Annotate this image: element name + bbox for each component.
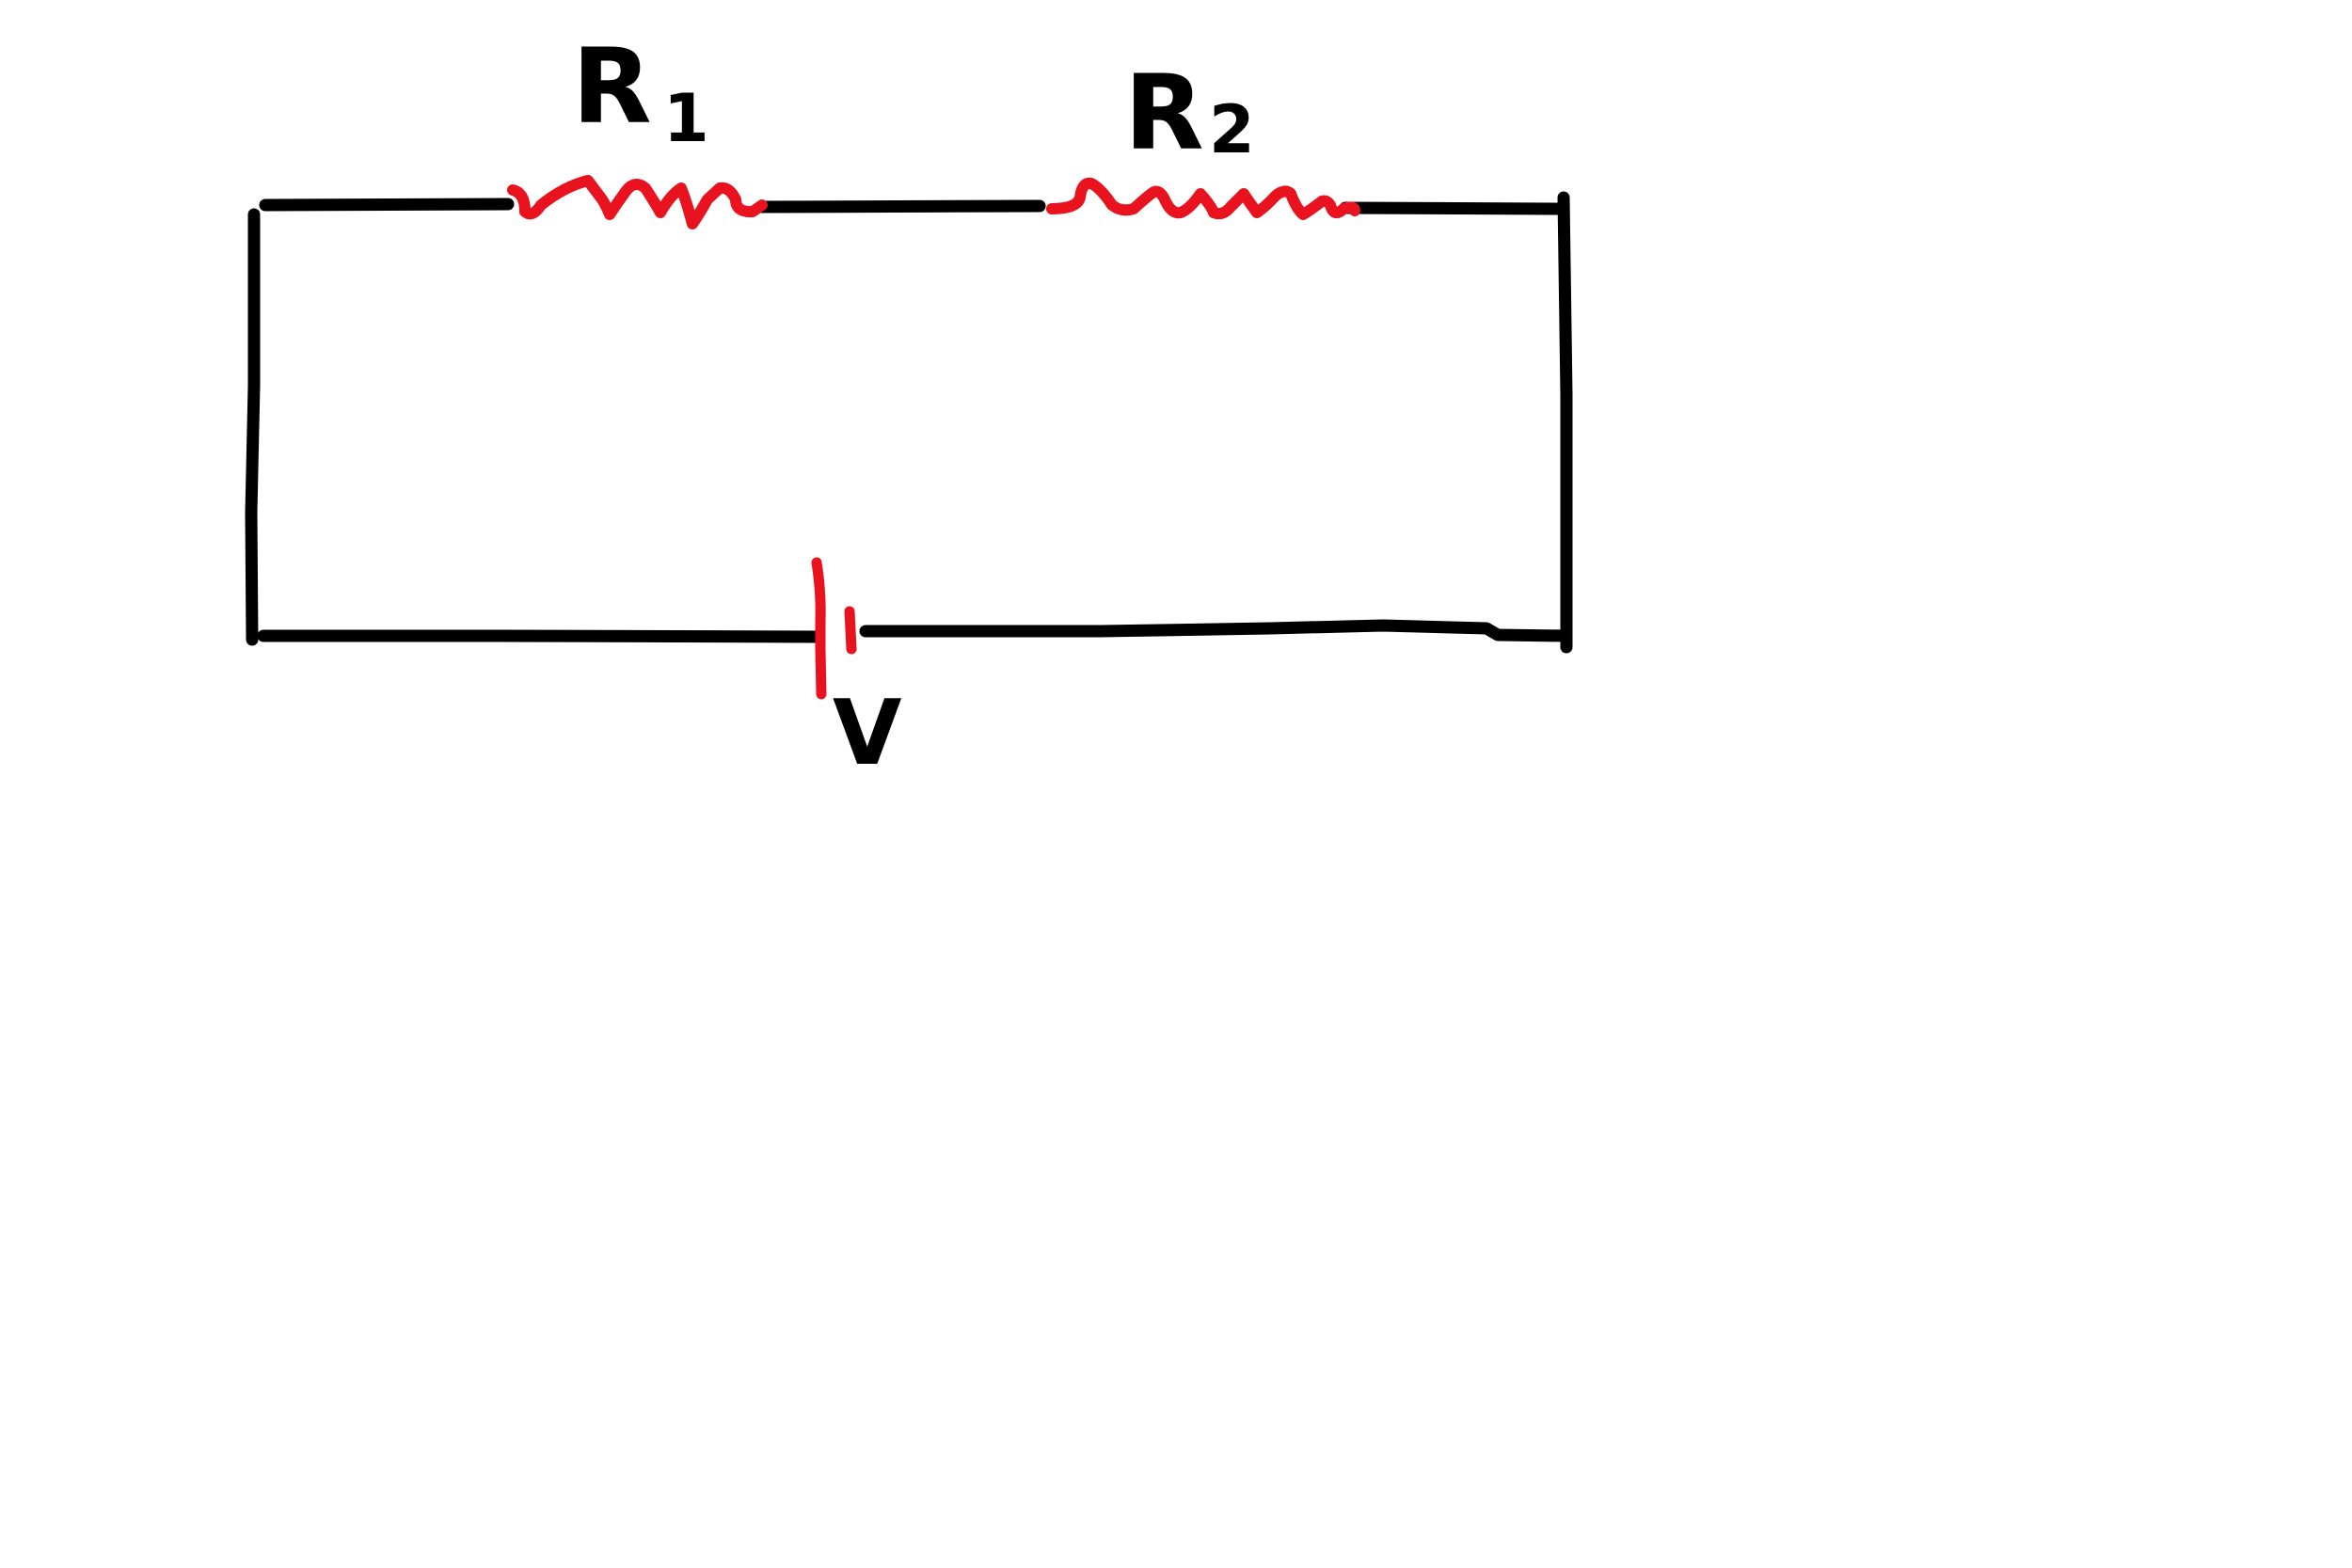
battery-v	[811, 557, 857, 700]
label-r1-main: R	[572, 26, 652, 147]
wire-top-right	[1339, 201, 1570, 215]
wire-top-left	[259, 198, 515, 212]
label-r1: R 1	[572, 26, 709, 157]
wire-top-middle	[755, 199, 1046, 214]
resistor-r2	[1046, 177, 1360, 220]
label-r1-sub: 1	[663, 80, 709, 157]
label-v: V	[833, 682, 902, 785]
battery-long-plate	[811, 557, 827, 700]
label-r2-main: R	[1124, 53, 1204, 173]
wire-bottom-right	[859, 619, 1573, 642]
label-v-main: V	[833, 682, 902, 785]
battery-short-plate	[844, 606, 857, 655]
label-r2: R 2	[1124, 53, 1255, 173]
wire-bottom-left	[257, 629, 825, 643]
wires	[245, 191, 1573, 654]
label-r2-sub: 2	[1209, 91, 1255, 168]
wire-left	[245, 208, 261, 646]
resistor-r1	[507, 175, 768, 230]
wire-right	[1557, 191, 1573, 654]
